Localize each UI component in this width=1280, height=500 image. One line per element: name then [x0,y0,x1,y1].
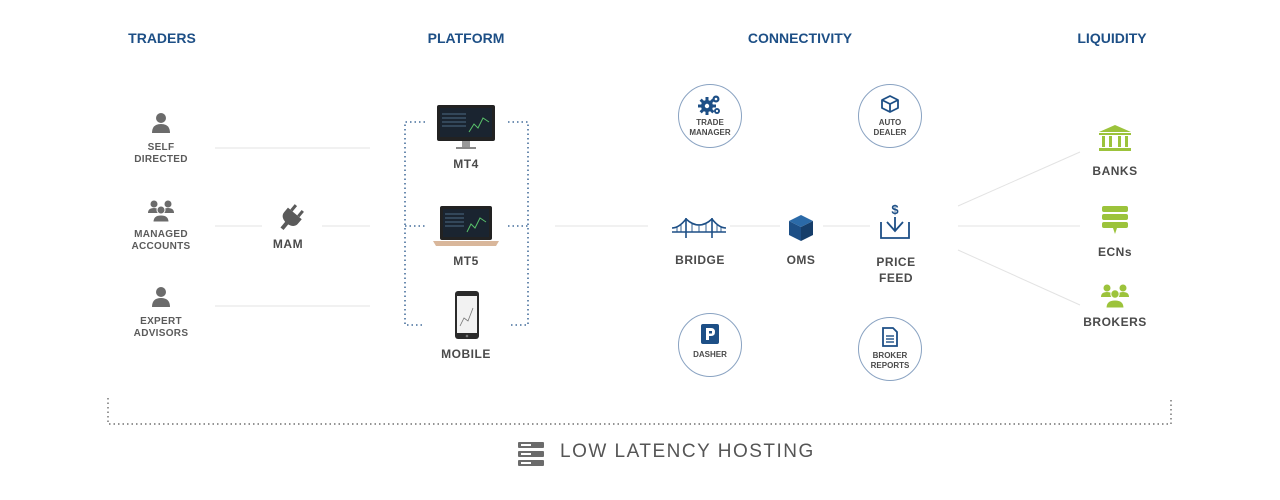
label-managed-accounts: MANAGED ACCOUNTS [131,229,191,252]
label-auto-dealer: AUTO DEALER [873,118,907,137]
user-icon [152,287,170,307]
label-broker-reports: BROKER REPORTS [870,351,910,370]
platform-bracket-left [404,121,425,326]
ecn-chat-icon [1102,206,1128,234]
user-icon [152,113,170,133]
label-mam: MAM [272,237,304,251]
dasher-logo-icon [701,324,719,344]
platform-bracket-right [508,121,529,326]
laptop-icon [433,206,499,246]
label-oms: OMS [786,253,816,267]
label-brokers: BROKERS [1083,315,1147,329]
gears-icon [698,95,720,115]
dasher-node: DASHER [678,313,742,377]
brokers-group-icon [1101,284,1129,309]
label-dasher: DASHER [693,350,727,359]
users-group-icon [148,200,174,223]
label-banks: BANKS [1092,164,1138,178]
mobile-phone-icon [455,291,479,339]
column-title-platform: PLATFORM [427,30,505,46]
cube-solid-icon [789,215,813,241]
label-bridge: BRIDGE [675,253,725,267]
label-trade-manager: TRADE MANAGER [689,118,731,137]
document-icon [882,327,898,347]
column-title-traders: TRADERS [128,30,196,46]
bank-icon [1099,125,1131,151]
label-low-latency-hosting: LOW LATENCY HOSTING [560,441,815,462]
svg-text:$: $ [891,202,899,217]
plug-icon [280,204,304,231]
server-icon [518,442,544,466]
label-ecns: ECNs [1097,245,1132,259]
trade-manager-node: TRADE MANAGER [678,84,742,148]
price-feed-icon: $ [880,202,910,239]
line-to-banks [957,151,1081,207]
label-mt4: MT4 [453,157,479,171]
label-mobile: MOBILE [441,347,491,361]
label-self-directed: SELF DIRECTED [134,142,188,165]
auto-dealer-node: AUTO DEALER [858,84,922,148]
hosting-frame [107,398,1172,425]
line-to-brokers [957,249,1081,306]
label-mt5: MT5 [453,254,479,268]
column-title-connectivity: CONNECTIVITY [747,30,853,46]
broker-reports-node: BROKER REPORTS [858,317,922,381]
label-price-feed: PRICE FEED [876,255,916,285]
cube-outline-icon [881,95,899,113]
bridge-icon [672,217,726,238]
label-expert-advisors: EXPERT ADVISORS [133,316,189,339]
monitor-icon [437,105,495,149]
column-title-liquidity: LIQUIDITY [1077,30,1147,46]
